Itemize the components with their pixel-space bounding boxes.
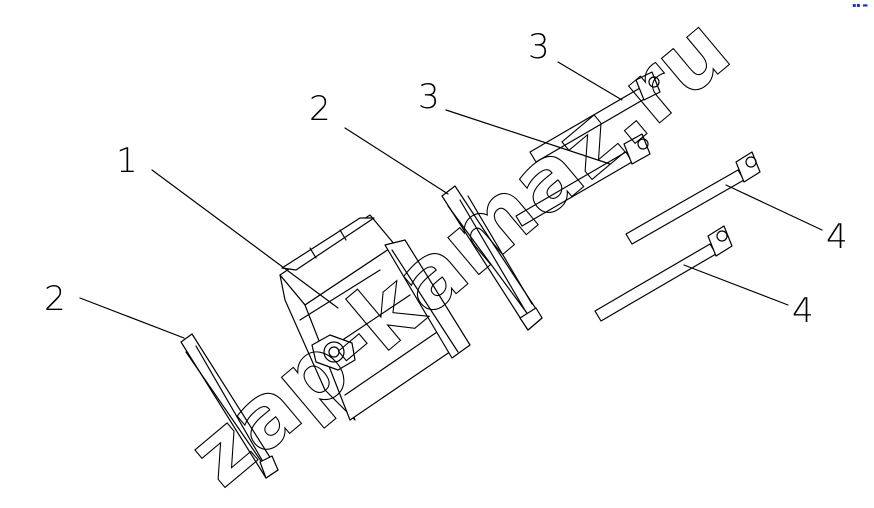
leader-3-lower — [445, 109, 611, 165]
leader-3-upper — [557, 61, 623, 101]
seal-plate-right — [441, 185, 543, 331]
bolt-upper-1 — [529, 71, 661, 163]
callout-4-upper: 4 — [826, 217, 848, 257]
callout-3-upper: 3 — [528, 27, 550, 67]
leader-4-upper — [725, 184, 823, 231]
leader-4-lower — [683, 264, 789, 306]
callout-3-lower: 3 — [418, 77, 440, 117]
callout-1: 1 — [116, 141, 138, 181]
bolt-long-2 — [594, 225, 733, 322]
leader-1 — [151, 169, 339, 309]
callout-2-right: 2 — [309, 89, 331, 129]
callout-4-lower: 4 — [792, 291, 814, 331]
seal-plate-left — [180, 333, 279, 479]
housing-block — [279, 214, 471, 421]
leader-2-left — [79, 297, 185, 339]
bolt-upper-2 — [515, 133, 651, 227]
callout-2-left: 2 — [44, 279, 66, 319]
leader-2-right — [344, 127, 449, 195]
bolt-long-1 — [625, 151, 761, 245]
leader-lines — [79, 61, 823, 339]
watermark: zap-kamaz.ru — [169, 0, 748, 506]
corner-mark: ▪▪ ▬ — [852, 2, 868, 9]
callout-labels: 1 2 2 3 3 4 4 — [44, 27, 848, 331]
